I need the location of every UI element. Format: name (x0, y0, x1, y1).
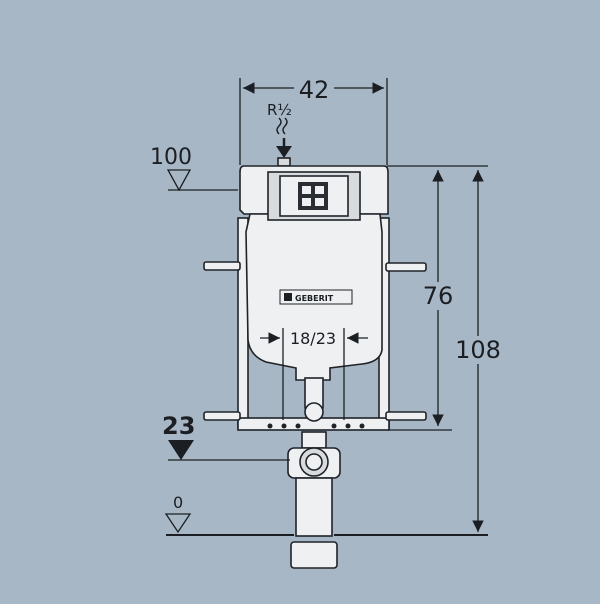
brand-logo-icon (284, 293, 292, 301)
drain-pipe (295, 477, 333, 537)
width-label: 42 (299, 76, 330, 104)
mechanism-slot (315, 198, 324, 206)
level-23-triangle-icon (168, 440, 194, 460)
level-top-triangle-icon (166, 169, 192, 192)
spacing-dimension: 18/23 (260, 328, 368, 420)
inlet-arrow-icon (276, 146, 292, 158)
height-total-label-bg (450, 336, 506, 364)
mechanism-slot (302, 186, 311, 194)
level-0-triangle-icon (164, 513, 192, 534)
bracket-right-lower (385, 411, 427, 421)
drain (287, 431, 341, 569)
flush-outlet (304, 402, 324, 422)
level-23-label: 23 (162, 412, 195, 440)
inlet-valve (277, 157, 291, 167)
rail-hole (295, 423, 301, 429)
drain-connector (290, 541, 338, 569)
bracket-left-lower (203, 411, 241, 421)
brand-label: GEBERIT (295, 294, 334, 303)
frame (203, 217, 427, 431)
height-total-label: 108 (455, 336, 501, 364)
width-dimension: 42 (239, 74, 388, 165)
water-inlet: R½ (267, 101, 292, 167)
level-0-label: 0 (173, 493, 183, 512)
height-inner-label-bg (418, 282, 458, 310)
level-top-label: 100 (150, 145, 192, 170)
mechanism-slot (315, 186, 324, 194)
height-inner-label: 76 (423, 282, 454, 310)
spacing-label: 18/23 (290, 329, 336, 348)
bracket-left-upper (203, 261, 241, 271)
mechanism-slot (302, 198, 311, 206)
rail-hole (331, 423, 337, 429)
drain-upper-pipe (301, 431, 327, 449)
level-100-marker: 100 (150, 145, 238, 192)
cistern: GEBERIT (239, 165, 389, 422)
level-0-marker: 0 (164, 493, 488, 536)
drain-fitting-inner (305, 453, 323, 471)
bracket-right-upper (385, 262, 427, 272)
rail-hole (345, 423, 351, 429)
rail-hole (359, 423, 365, 429)
rail-hole (281, 423, 287, 429)
height-dimensions: 76 108 (387, 165, 506, 532)
rail-hole (267, 423, 273, 429)
level-23-marker: 23 (162, 412, 290, 461)
brand-plate (279, 289, 353, 305)
thread-label: R½ (267, 101, 292, 119)
width-label-bg (294, 74, 334, 100)
water-wave-icon (276, 117, 288, 135)
